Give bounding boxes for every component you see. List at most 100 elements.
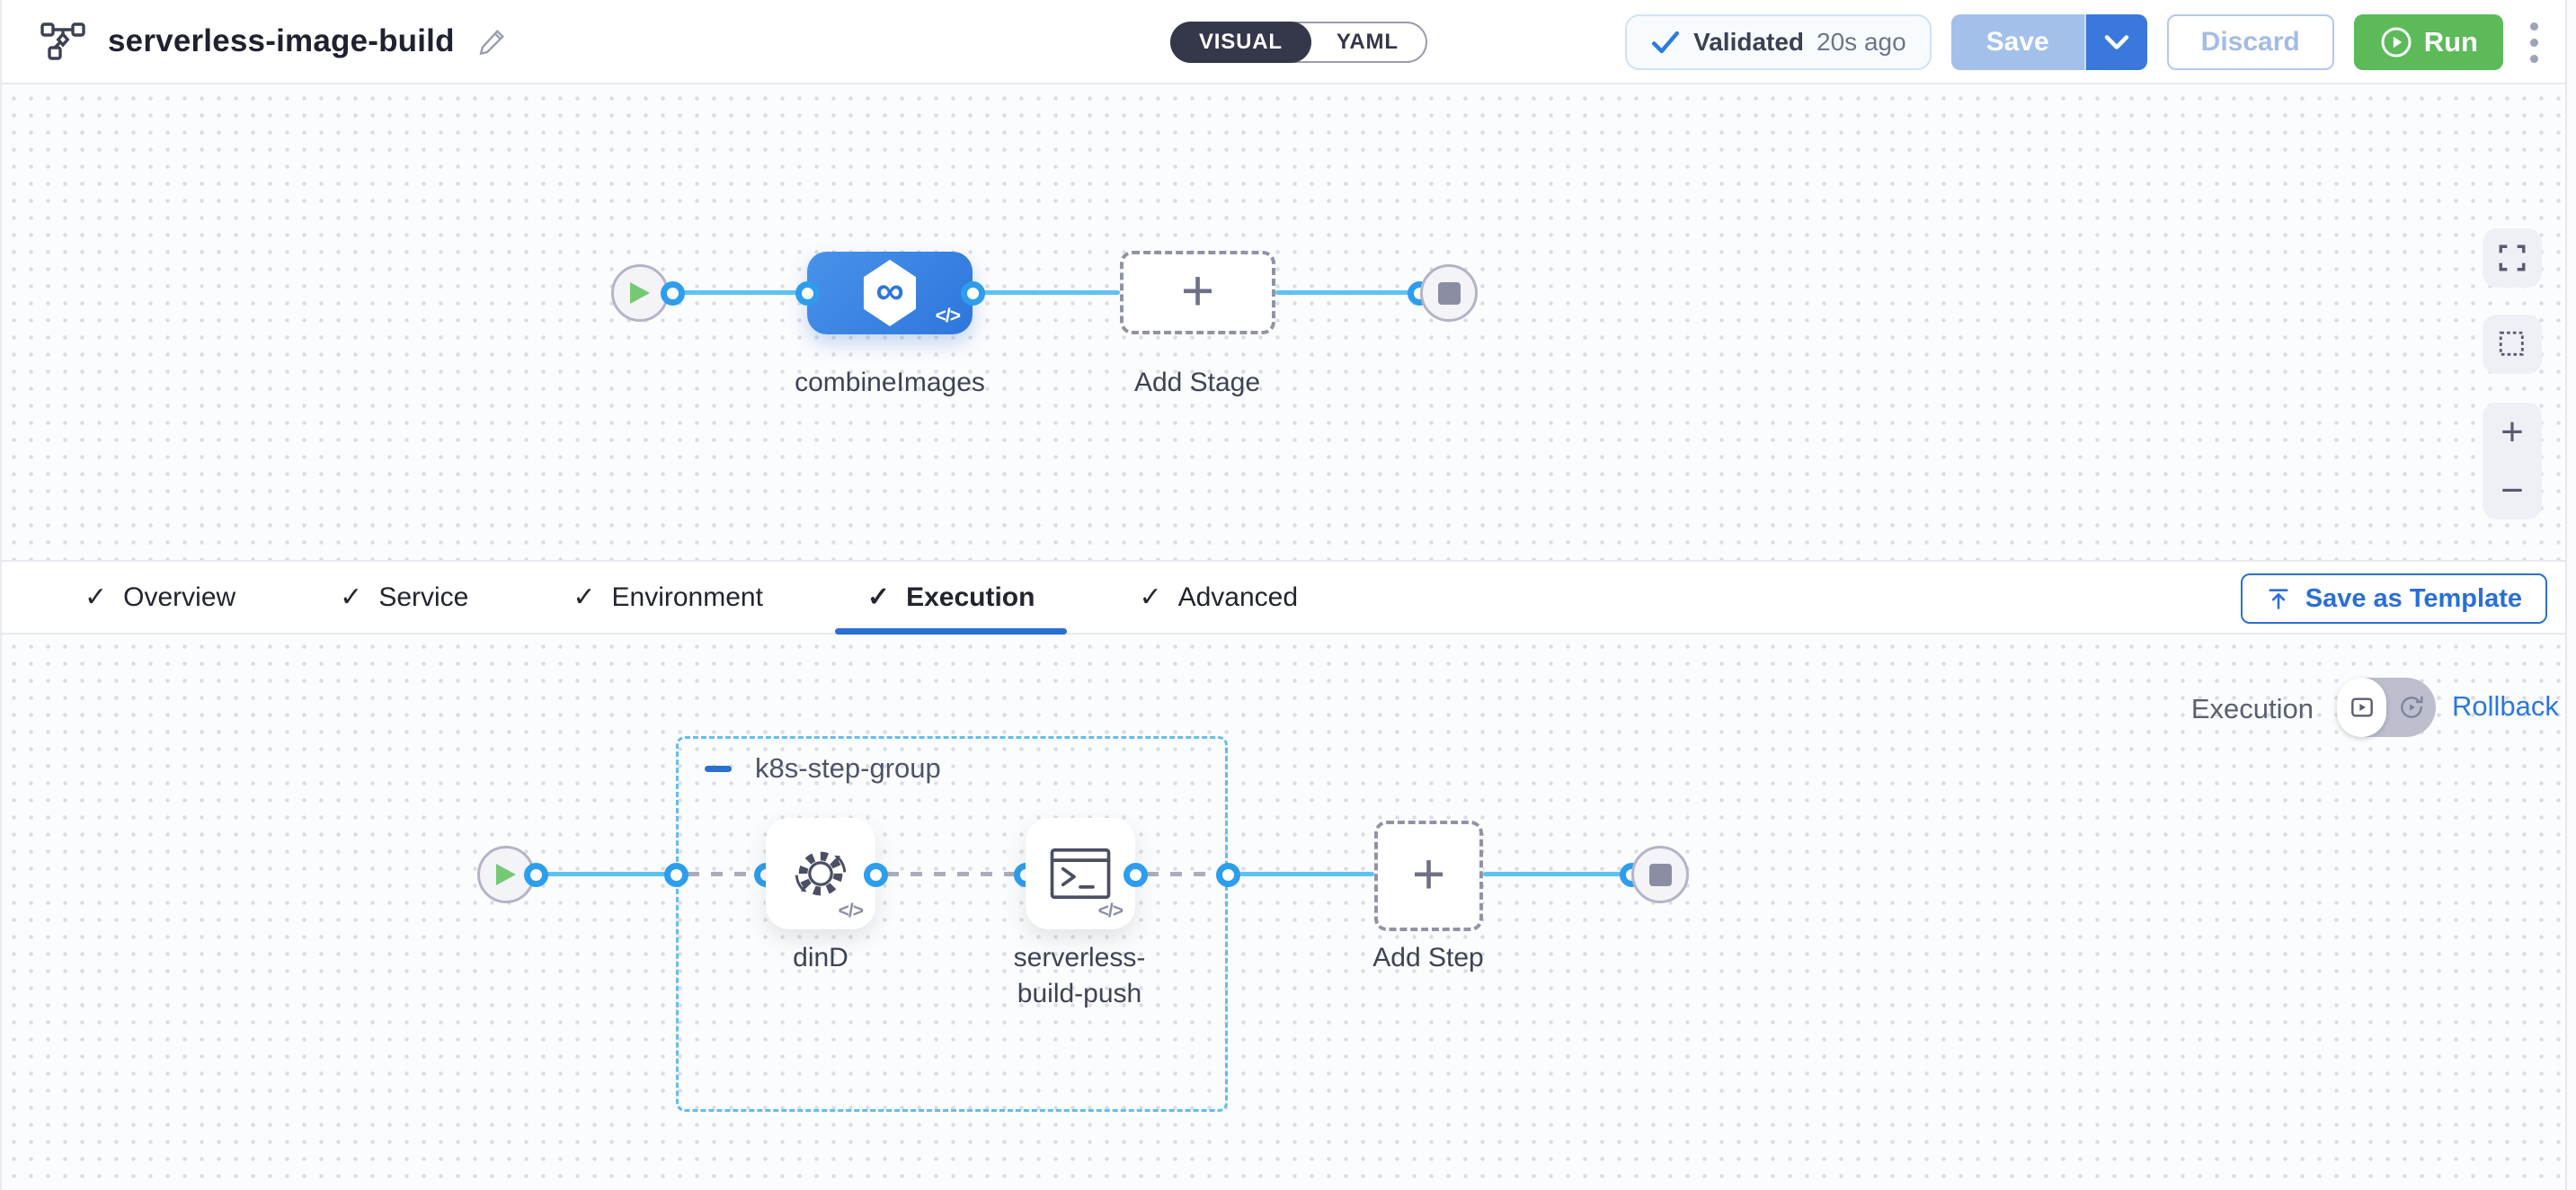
zoom-in-button[interactable]: + xyxy=(2483,403,2542,461)
tab-overview-label: Overview xyxy=(123,582,236,612)
validated-check-icon xyxy=(1650,29,1681,56)
edge-start-to-stage xyxy=(672,290,807,295)
tab-overview[interactable]: ✓ Overview xyxy=(32,562,288,633)
edge-addstage-to-end xyxy=(1275,290,1434,295)
check-icon: ✓ xyxy=(84,582,108,612)
execution-end-node xyxy=(1631,846,1689,903)
serverless-step-label-line2: build-push xyxy=(1017,979,1142,1008)
rollback-icon xyxy=(2397,693,2426,722)
rollback-link[interactable]: Rollback xyxy=(2452,690,2559,722)
more-options-button[interactable] xyxy=(2523,15,2545,70)
vertical-scrollbar[interactable] xyxy=(2565,0,2576,1190)
edge-group-to-dind xyxy=(688,872,756,876)
serverless-step-label: serverless- build-push xyxy=(967,940,1192,1012)
page-title: serverless-image-build xyxy=(108,23,455,58)
stage-canvas[interactable]: ∞ </> combineImages + Add Stage + − xyxy=(2,86,2576,560)
add-step-button[interactable]: + xyxy=(1374,821,1483,931)
stage-type-icon: ∞ xyxy=(863,260,917,326)
check-icon: ✓ xyxy=(573,582,596,612)
collapse-group-icon[interactable] xyxy=(705,765,732,772)
validated-time: 20s ago xyxy=(1817,28,1906,56)
terminal-icon xyxy=(1049,846,1112,901)
visual-mode-button[interactable]: VISUAL xyxy=(1170,22,1311,63)
execution-canvas[interactable]: Execution Rollback xyxy=(2,635,2576,1190)
infinity-icon: ∞ xyxy=(875,269,904,313)
stage-in-port[interactable] xyxy=(795,281,820,306)
validated-badge[interactable]: Validated 20s ago xyxy=(1625,14,1932,70)
stage-node-combineimages[interactable]: ∞ </> xyxy=(807,252,973,334)
multi-select-button[interactable] xyxy=(2483,315,2542,374)
play-icon xyxy=(628,280,652,306)
template-upload-icon xyxy=(2266,586,2291,611)
run-button[interactable]: Run xyxy=(2353,14,2503,70)
docker-in-docker-icon xyxy=(786,839,856,909)
tab-advanced[interactable]: ✓ Advanced xyxy=(1087,562,1350,633)
edge-serverless-to-groupend xyxy=(1147,872,1217,876)
code-badge-icon: </> xyxy=(838,901,864,921)
pipeline-header: serverless-image-build VISUAL YAML Valid… xyxy=(2,0,2576,84)
edit-title-button[interactable] xyxy=(476,25,509,58)
plus-icon: + xyxy=(1411,840,1446,906)
chevron-down-icon xyxy=(2103,33,2130,51)
edge-addstep-to-end xyxy=(1483,872,1621,876)
tab-environment[interactable]: ✓ Environment xyxy=(520,562,815,633)
serverless-out-port[interactable] xyxy=(1124,863,1148,887)
run-button-label: Run xyxy=(2423,26,2478,58)
rollback-view-button[interactable] xyxy=(2386,678,2436,737)
stage-tabbar: ✓ Overview ✓ Service ✓ Environment ✓ Exe… xyxy=(2,560,2576,635)
pipeline-end-node xyxy=(1420,264,1478,322)
tab-service[interactable]: ✓ Service xyxy=(288,562,520,633)
stage-node-label: combineImages xyxy=(795,368,985,397)
step-node-dind[interactable]: </> xyxy=(766,818,875,929)
zoom-out-button[interactable]: − xyxy=(2483,461,2542,520)
save-button[interactable]: Save xyxy=(1950,14,2084,70)
save-as-template-label: Save as Template xyxy=(2305,583,2522,613)
edge-stage-to-addstage xyxy=(973,290,1120,295)
check-icon: ✓ xyxy=(1139,582,1162,612)
tab-advanced-label: Advanced xyxy=(1177,582,1299,612)
step-group-box[interactable] xyxy=(676,736,1228,1112)
dind-out-port[interactable] xyxy=(864,863,888,887)
execution-play-icon xyxy=(2348,693,2376,722)
tab-environment-label: Environment xyxy=(611,582,763,612)
plus-icon: + xyxy=(1180,257,1215,323)
execution-view-button[interactable] xyxy=(2337,678,2386,737)
pipeline-icon xyxy=(40,22,86,61)
stop-icon xyxy=(1437,281,1461,305)
code-badge-icon: </> xyxy=(1097,901,1124,921)
tab-service-label: Service xyxy=(378,582,469,612)
execution-mode-label: Execution xyxy=(2190,693,2314,724)
group-out-port[interactable] xyxy=(1216,863,1240,887)
edge-start-to-group xyxy=(536,872,676,876)
tab-execution[interactable]: ✓ Execution xyxy=(815,562,1088,635)
selection-box-icon xyxy=(2497,329,2527,360)
add-stage-label: Add Stage xyxy=(1133,368,1261,397)
step-node-serverless-build-push[interactable]: </> xyxy=(1026,818,1135,929)
group-in-port[interactable] xyxy=(664,863,688,887)
save-options-button[interactable] xyxy=(2083,14,2147,70)
fullscreen-icon xyxy=(2497,243,2527,273)
step-group-name: k8s-step-group xyxy=(755,752,941,784)
start-node-out-port[interactable] xyxy=(661,281,685,306)
stage-out-port[interactable] xyxy=(961,281,985,306)
play-icon xyxy=(494,862,518,887)
validated-label: Validated xyxy=(1693,28,1805,56)
yaml-mode-button[interactable]: YAML xyxy=(1310,23,1426,61)
serverless-step-label-line1: serverless- xyxy=(1013,943,1146,972)
save-split-button: Save xyxy=(1950,14,2147,70)
discard-button[interactable]: Discard xyxy=(2166,14,2334,70)
zoom-controls: + − xyxy=(2483,403,2542,520)
dind-step-label: dinD xyxy=(793,943,848,972)
fullscreen-button[interactable] xyxy=(2483,228,2542,288)
check-icon: ✓ xyxy=(340,582,363,612)
stop-icon xyxy=(1648,863,1672,886)
execution-start-out-port[interactable] xyxy=(524,863,548,887)
add-stage-button[interactable]: + xyxy=(1120,251,1275,334)
add-step-label: Add Step xyxy=(1372,943,1484,972)
edge-dind-to-serverless xyxy=(887,872,1015,876)
save-as-template-button[interactable]: Save as Template xyxy=(2240,573,2547,624)
execution-rollback-toggle xyxy=(2337,678,2436,737)
run-play-icon xyxy=(2379,25,2413,59)
tab-execution-label: Execution xyxy=(906,582,1035,612)
edge-group-to-addstep xyxy=(1239,872,1374,876)
